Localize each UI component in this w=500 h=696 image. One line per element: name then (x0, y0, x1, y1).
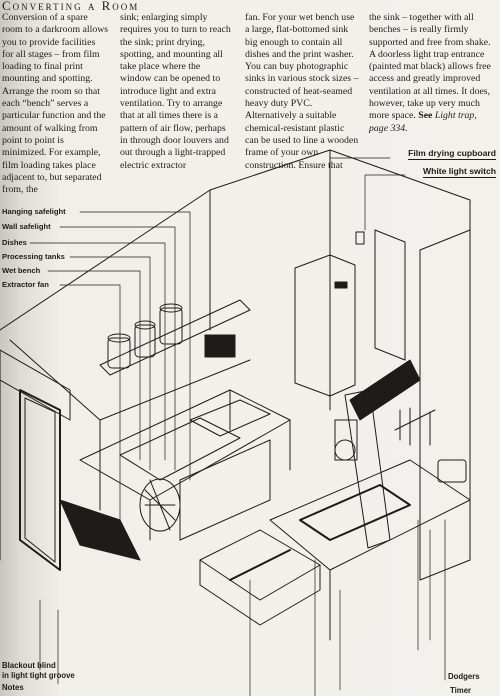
callout-light-tight-groove: in light tight groove (2, 671, 75, 680)
print-trimmer (199, 529, 321, 626)
wall-safelight-shape (204, 334, 236, 358)
callout-wet-bench: Wet bench (2, 266, 41, 275)
see-reference: See Light trap, page 334. (369, 110, 477, 133)
blackout-blind (59, 499, 141, 561)
text-column-3: fan. For your wet bench use a large, fla… (245, 12, 359, 171)
text-column-1: Conversion of a spare room to a darkroom… (2, 12, 109, 196)
callout-processing-tanks: Processing tanks (2, 252, 65, 261)
callout-extractor-fan: Extractor fan (2, 280, 49, 289)
see-label: See (418, 110, 433, 122)
light-trap-doorway (349, 229, 471, 581)
dry-bench (269, 459, 471, 641)
callout-white-light-switch: White light switch (422, 166, 496, 178)
callout-dodgers: Dodgers (448, 672, 480, 681)
text-column-2: sink; enlarging simply requires you to t… (120, 12, 231, 171)
extractor-fan-shape (139, 478, 181, 532)
text-column-4: the sink – together with all benches – i… (369, 12, 497, 135)
timer-shape (437, 459, 467, 483)
dodgers-shape (394, 407, 436, 446)
processing-tanks (99, 299, 251, 376)
see-ref: Light trap, page 334. (369, 110, 477, 134)
callout-film-drying-cupboard: Film drying cupboard (408, 148, 496, 160)
callout-notes: Notes (2, 683, 24, 692)
film-drying-cupboard (294, 254, 356, 397)
leader-lines (29, 157, 446, 696)
callout-blackout-blind: Blackout blind (2, 661, 56, 670)
callout-hanging-safelight: Hanging safelight (2, 207, 66, 216)
wet-bench (79, 389, 291, 541)
callout-wall-safelight: Wall safelight (2, 222, 51, 231)
light-switch-shape (355, 231, 365, 245)
callout-dishes: Dishes (2, 238, 27, 247)
window-frame (0, 349, 71, 571)
text-column-4-body: the sink – together with all benches – i… (369, 12, 491, 122)
callout-timer: Timer (450, 686, 472, 695)
page-header: Converting a Room (2, 0, 140, 13)
